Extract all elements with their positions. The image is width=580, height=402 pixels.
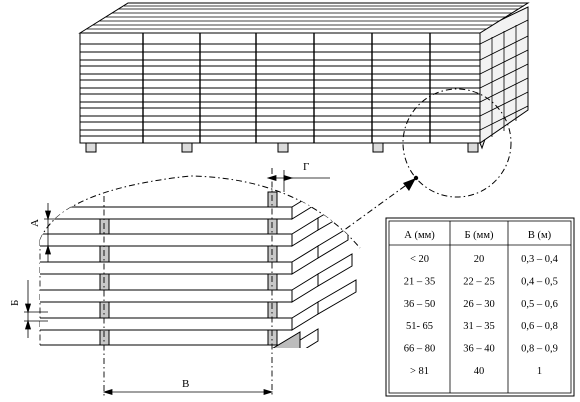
spacing-table: А (мм) Б (мм) В (м) < 20 20 0,3 – 0,4 21 – 35 2… (385, 217, 575, 397)
dimension-b-label: Б (9, 300, 21, 306)
table-cell: 21 – 35 (404, 276, 436, 287)
base-supports (85, 142, 479, 153)
detail-boards (40, 206, 293, 348)
detail-callout-circle (402, 88, 512, 198)
table-header-cell: Б (мм) (465, 230, 494, 241)
table-cell: 40 (474, 366, 485, 377)
dimension-v-label: В (182, 378, 189, 390)
table-header-cell: В (м) (528, 230, 552, 241)
table-cell: 1 (537, 366, 542, 377)
table-cell: 36 – 40 (463, 344, 495, 355)
table-cell: 51- 65 (406, 321, 433, 332)
table-cell: 31 – 35 (463, 321, 495, 332)
dimension-b (24, 280, 48, 338)
sticker-columns (142, 33, 431, 143)
table-cell: 0,3 – 0,4 (521, 254, 559, 265)
table-cell: > 81 (410, 366, 429, 377)
dimension-a (44, 203, 66, 262)
detail-board-ends (291, 177, 357, 348)
table-cell: 22 – 25 (463, 276, 495, 287)
detail-base-support (248, 350, 270, 378)
table-cell: < 20 (410, 254, 429, 265)
table-cell: 36 – 50 (404, 299, 436, 310)
table-cell: 0,5 – 0,6 (521, 299, 558, 310)
table-header-cell: А (мм) (404, 230, 435, 241)
dimension-v (102, 388, 274, 396)
table-cell: 66 – 80 (404, 344, 436, 355)
magnified-detail: А Б В Г (9, 161, 361, 396)
board-layers (80, 43, 480, 137)
table-cell: 26 – 30 (463, 299, 495, 310)
table-cell: 0,8 – 0,9 (521, 344, 558, 355)
dimension-g-label: Г (303, 161, 309, 173)
table-cell: 0,4 – 0,5 (521, 276, 558, 287)
dimension-a-label: А (29, 219, 41, 227)
detail-leader-line (335, 177, 417, 237)
table-cell: 20 (474, 254, 485, 265)
stack-top-face (78, 2, 530, 34)
dimension-g (266, 170, 330, 192)
top-board-lines (86, 5, 524, 30)
lumber-stack-3d (78, 2, 530, 153)
detail-stickers (99, 191, 278, 346)
table-cell: 0,6 – 0,8 (521, 321, 558, 332)
